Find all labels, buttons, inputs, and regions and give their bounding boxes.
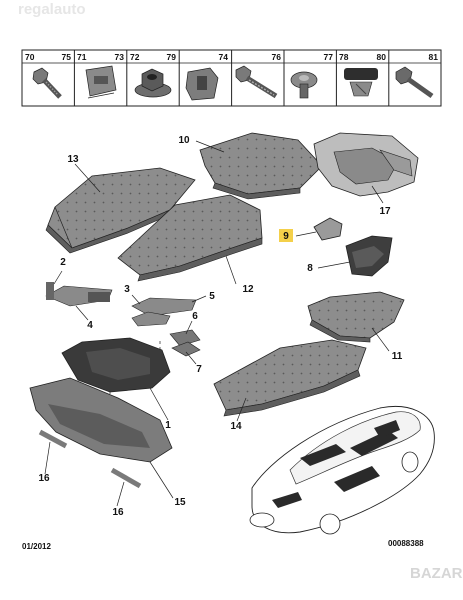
table-col-4-right: 74: [219, 52, 229, 62]
table-col-3-right: 79: [167, 52, 177, 62]
flange-bolt-icon: [395, 66, 434, 99]
callout-3: 3: [124, 284, 130, 295]
callout-5: 5: [209, 291, 215, 302]
bazar-logo: BAZAR: [410, 565, 463, 582]
table-col-6-right: 77: [324, 52, 334, 62]
flange-nut-icon: [134, 68, 172, 98]
part-11-rear-shield: [307, 291, 405, 343]
part-1-engine-undertray: [61, 337, 171, 393]
table-col-8-right: 81: [429, 52, 439, 62]
callout-11: 11: [392, 351, 403, 362]
part-14-floor-panel: [213, 339, 367, 417]
table-col-3-left: 72: [130, 52, 140, 62]
car-location-illustration: [249, 406, 435, 535]
fastener-table: 70 75 71 73 72 79 74 76 77 78 80 81: [21, 49, 442, 107]
part-16-strips: [38, 429, 142, 489]
bracket-parts-2-to-7: [45, 282, 201, 357]
part-15-front-shield: [29, 377, 173, 463]
part-9-small-bracket: [313, 217, 343, 241]
table-col-2-left: 71: [77, 52, 87, 62]
callout-6: 6: [192, 311, 198, 322]
callout-2: 2: [60, 257, 66, 268]
callout-8: 8: [307, 263, 313, 274]
callout-16-right: 16: [112, 507, 124, 518]
diagram-date: 01/2012: [22, 542, 51, 551]
part-12-underbody-panel: [117, 194, 263, 282]
table-col-5-right: 76: [272, 52, 282, 62]
screw-icon: [235, 65, 278, 99]
table-col-7-left: 78: [339, 52, 349, 62]
callout-4: 4: [87, 320, 93, 331]
bazar-logo-text: BAZAR: [410, 565, 463, 582]
callout-labels: 13 10 17 9 8 2 12 3 5 4 6 11 7 1 14 16 1…: [38, 135, 402, 518]
callout-14: 14: [230, 421, 242, 432]
callout-15: 15: [174, 497, 186, 508]
watermark-text: regalauto: [18, 1, 86, 18]
table-col-7-right: 80: [377, 52, 387, 62]
leader-lines: [44, 140, 390, 507]
nut-clip-icon: [344, 68, 378, 97]
callout-10: 10: [178, 135, 190, 146]
callout-9: 9: [283, 231, 289, 242]
spring-clip-icon: [185, 67, 219, 101]
table-col-2-right: 73: [115, 52, 125, 62]
table-col-1-left: 70: [25, 52, 35, 62]
callout-13: 13: [67, 154, 79, 165]
part-10-underbody-panel: [199, 132, 323, 200]
push-rivet-icon: [290, 71, 318, 99]
callout-1: 1: [165, 420, 171, 431]
part-17-rear-bracket: [313, 132, 419, 197]
callout-9-highlight: [279, 229, 293, 242]
table-col-1-right: 75: [62, 52, 72, 62]
callout-12: 12: [242, 284, 254, 295]
part-8-side-bracket: [345, 235, 393, 277]
bracket-clip-icon: [85, 65, 117, 99]
callout-17: 17: [379, 206, 391, 217]
callout-7: 7: [196, 364, 202, 375]
diagram-reference: 00088388: [388, 539, 424, 548]
hex-bolt-icon: [32, 67, 62, 99]
callout-16-left: 16: [38, 473, 50, 484]
